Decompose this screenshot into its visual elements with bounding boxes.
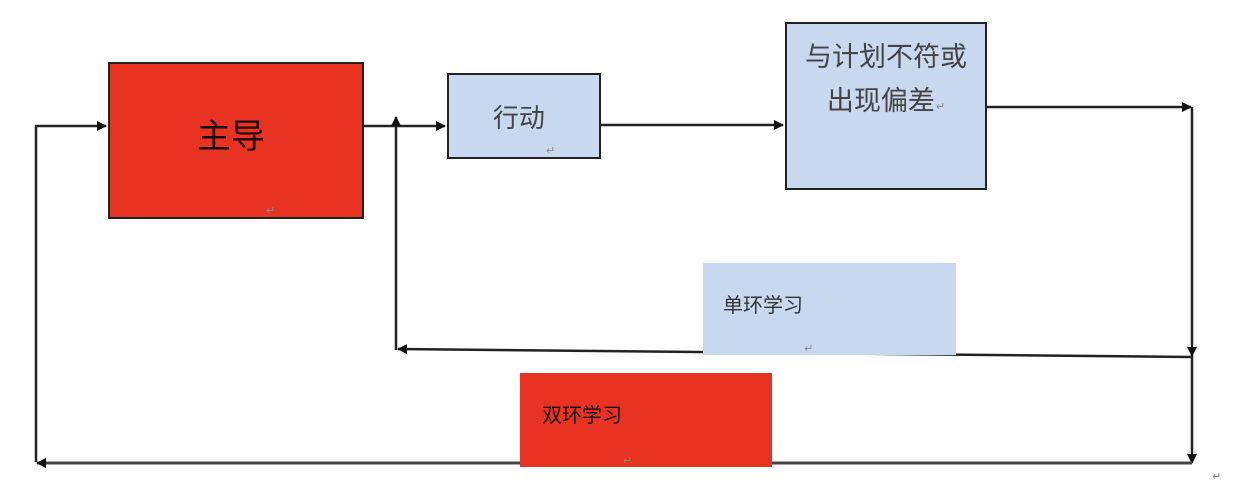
action-node: 行动↵ bbox=[447, 73, 601, 159]
deviation-label-line2-wrap: 出现偏差↵ bbox=[827, 80, 945, 129]
double-loop-label: 双环学习 bbox=[542, 403, 622, 427]
lead-label: 主导 bbox=[196, 117, 265, 157]
end-paragraph-mark: ↵ bbox=[1212, 470, 1222, 483]
double-loop-return-line bbox=[34, 121, 107, 462]
paragraph-mark: ↵ bbox=[545, 144, 556, 157]
action-label: 行动 bbox=[492, 103, 545, 134]
single-loop-label: 单环学习 bbox=[723, 293, 803, 317]
paragraph-mark: ↵ bbox=[935, 100, 946, 113]
deviation-label-line2: 出现偏差 bbox=[826, 86, 935, 117]
paragraph-mark: ↵ bbox=[804, 342, 814, 355]
double-loop-label-box: 双环学习 ↵ bbox=[520, 373, 772, 467]
deviation-label-line1: 与计划不符或 bbox=[805, 42, 967, 73]
single-loop-label-box: 单环学习 ↵ bbox=[703, 263, 956, 355]
paragraph-mark: ↵ bbox=[623, 454, 633, 467]
deviation-node: 与计划不符或 出现偏差↵ bbox=[785, 22, 987, 190]
lead-node: 主导 ↵ bbox=[108, 62, 364, 219]
paragraph-mark: ↵ bbox=[265, 204, 276, 217]
